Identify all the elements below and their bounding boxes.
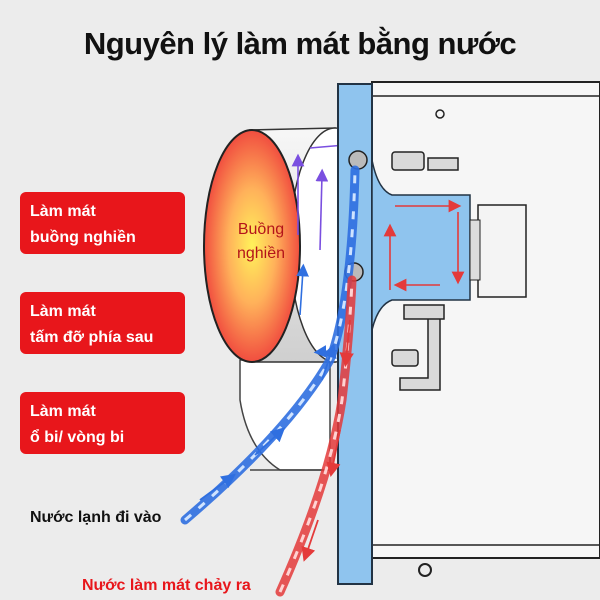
diagram-title: Nguyên lý làm mát bằng nước xyxy=(83,26,517,61)
badge-cool-chamber: Làm mát buồng nghiền xyxy=(20,192,185,254)
badge-line2: tấm đỡ phía sau xyxy=(30,329,154,346)
cold-water-arrows xyxy=(199,343,337,501)
chamber-label-line1: Buồng xyxy=(237,221,285,238)
badge-line1: Làm mát xyxy=(30,303,96,320)
hot-water-pipe xyxy=(275,275,357,597)
cold-water-in-label: Nước lạnh đi vào xyxy=(30,509,162,526)
badge-line2: buồng nghiền xyxy=(30,229,136,246)
shaft-flow-arrows xyxy=(383,199,465,292)
cold-water-pipe xyxy=(180,165,360,525)
pipe-fittings xyxy=(391,151,459,391)
grinding-chamber-label: Buồng nghiền xyxy=(226,218,296,266)
hot-water-out-label: Nước làm mát chảy ra xyxy=(82,577,251,594)
badge-cool-bearing: Làm mát ổ bi/ vòng bi xyxy=(20,392,185,454)
badge-line1: Làm mát xyxy=(30,203,96,220)
hot-water-arrows xyxy=(301,319,354,562)
chamber-label-line2: nghiền xyxy=(236,245,286,262)
badge-line1: Làm mát xyxy=(30,403,96,420)
badge-line2: ổ bi/ vòng bi xyxy=(30,429,125,446)
badge-cool-rear-plate: Làm mát tấm đỡ phía sau xyxy=(20,292,185,354)
